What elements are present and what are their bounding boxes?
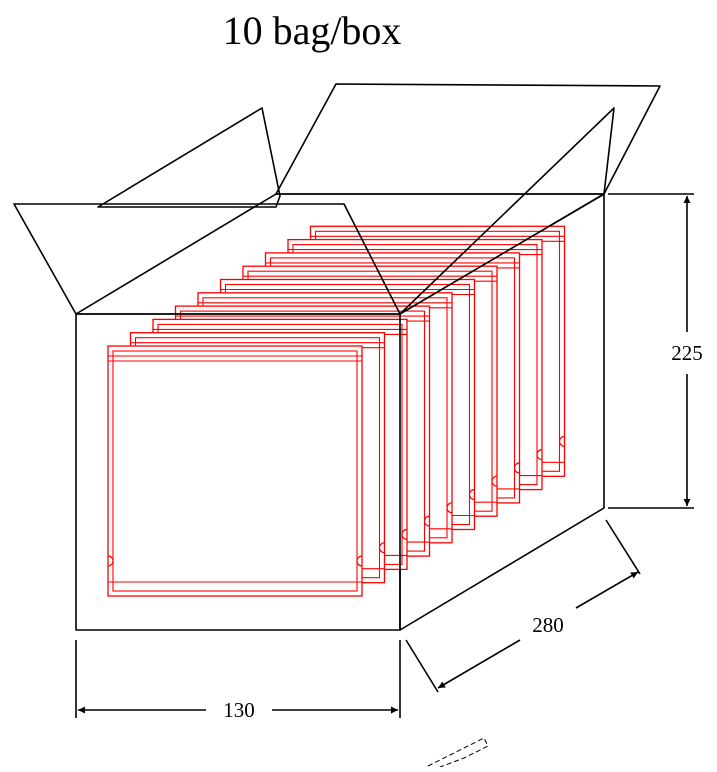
depth-dimension: 280 [405,519,641,693]
depth-label: 280 [532,613,564,637]
height-label: 225 [671,341,703,365]
back-left-flap [97,107,281,208]
height-dimension: 225 [608,193,703,509]
diagram-title: 10 bag/box [223,8,402,53]
bag-stack [107,225,566,597]
box-left-rim [75,193,277,315]
front-right-flap [399,107,615,315]
front-flaps [13,107,615,315]
width-label: 130 [223,698,255,722]
bag-10 [107,345,363,597]
back-right-flap [275,83,661,195]
width-dimension: 130 [75,640,401,722]
dashed-mark [427,737,489,768]
